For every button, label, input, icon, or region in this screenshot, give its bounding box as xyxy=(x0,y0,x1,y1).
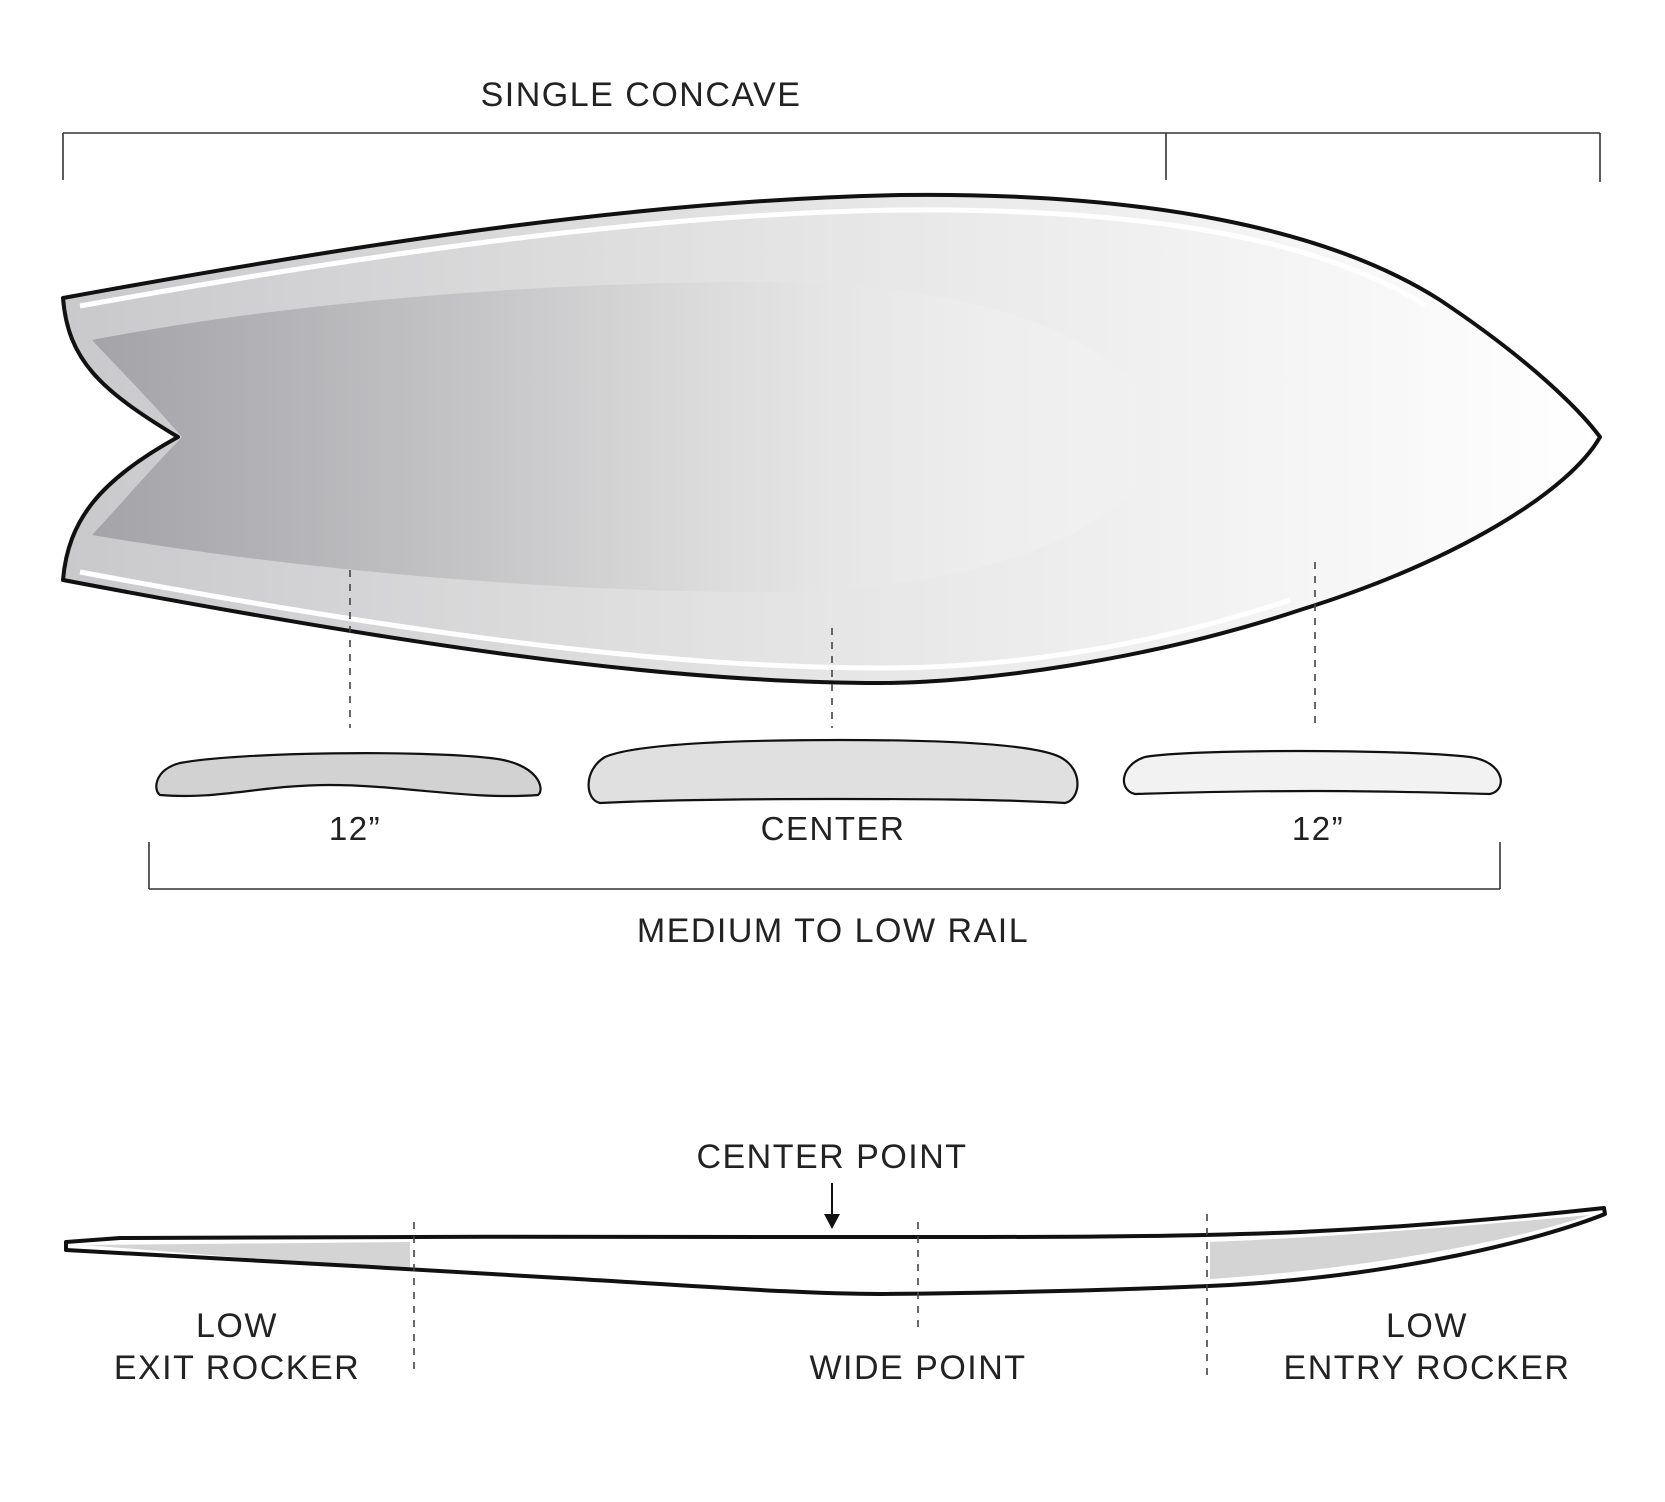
rail-section-left xyxy=(155,752,542,798)
rocker-profile xyxy=(64,1206,1607,1296)
entry-rocker-label-line1: LOW xyxy=(1386,1307,1468,1345)
wide-point-label: WIDE POINT xyxy=(809,1349,1026,1387)
single-concave-label: SINGLE CONCAVE xyxy=(481,76,802,114)
rail-label-center: CENTER xyxy=(761,810,906,847)
entry-rocker-label-line2: ENTRY ROCKER xyxy=(1284,1349,1571,1387)
exit-rocker-label-line2: EXIT ROCKER xyxy=(114,1349,360,1387)
medium-to-low-rail-label: MEDIUM TO LOW RAIL xyxy=(637,912,1029,950)
surfboard-outline-top-view xyxy=(61,192,1602,685)
rail-section-center xyxy=(587,738,1079,805)
rail-section-right xyxy=(1122,749,1502,796)
rail-label-right: 12” xyxy=(1292,810,1344,847)
rail-bracket xyxy=(148,842,1501,890)
single-concave-shading xyxy=(92,282,1160,592)
center-point-arrow-icon xyxy=(824,1183,840,1229)
single-concave-bracket xyxy=(62,132,1601,182)
center-point-label: CENTER POINT xyxy=(696,1138,967,1176)
rail-label-left: 12” xyxy=(329,810,381,847)
exit-rocker-label-line1: LOW xyxy=(196,1307,278,1345)
entry-rocker-shading xyxy=(1210,1215,1590,1279)
